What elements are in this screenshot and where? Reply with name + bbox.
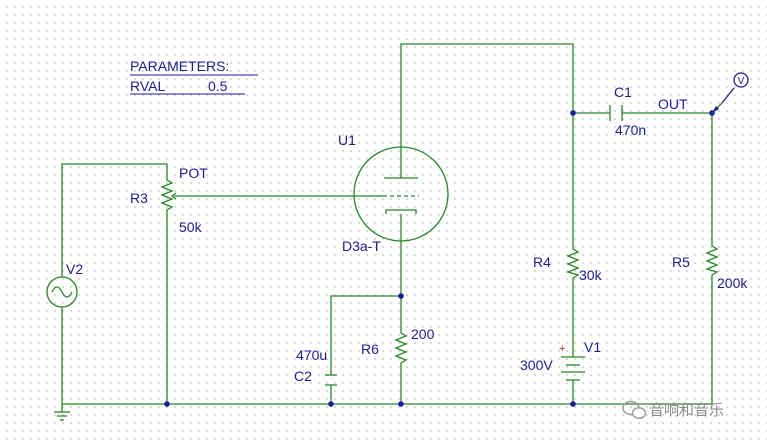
resistor-r6[interactable]: R6 200 [361, 326, 435, 366]
r6-value-label: 200 [411, 326, 435, 342]
v1-value-label: 300V [520, 357, 553, 373]
junction-dot [570, 401, 576, 407]
parameters-block: PARAMETERS: RVAL 0.5 [130, 58, 258, 95]
v2-ref-label: V2 [66, 261, 83, 277]
wiper-arrow-icon [170, 192, 177, 200]
parameters-header: PARAMETERS: [130, 58, 229, 74]
c1-ref-label: C1 [614, 84, 632, 100]
parameter-value-rval: 0.5 [208, 78, 228, 94]
wire-ground-rail[interactable] [62, 390, 713, 405]
capacitor-c1[interactable]: C1 470n [609, 84, 646, 138]
junction-dot [328, 401, 334, 407]
junction-dot [398, 401, 404, 407]
wire-plate-to-r4[interactable] [400, 43, 574, 246]
potentiometer-r3[interactable]: POT R3 50k [130, 165, 208, 235]
r6-ref-label: R6 [361, 341, 379, 357]
r4-value-label: 30k [579, 267, 603, 283]
watermark-text: 音响和音乐 [649, 401, 724, 419]
wires [61, 43, 713, 405]
junction-dot [570, 110, 576, 116]
wire-v2-to-pot-top[interactable] [61, 163, 168, 277]
ac-source-v2[interactable]: V2 [46, 261, 83, 308]
watermark: 音响和音乐 [622, 400, 724, 419]
junctions [164, 110, 715, 407]
ground-symbol[interactable] [54, 404, 70, 421]
voltage-probe-marker[interactable]: V [711, 72, 749, 114]
triode-u1[interactable]: U1 D3a-T [338, 132, 449, 254]
c2-ref-label: C2 [294, 368, 312, 384]
u1-model-label: D3a-T [342, 238, 381, 254]
sine-icon [51, 286, 73, 298]
dc-source-v1[interactable]: + V1 300V [520, 339, 601, 381]
v1-polarity-plus: + [559, 343, 565, 355]
cathode [385, 209, 417, 214]
resistor-r4[interactable]: R4 30k [533, 246, 603, 283]
junction-dot [164, 401, 170, 407]
r5-value-label: 200k [717, 275, 748, 291]
parameter-name-rval: RVAL [130, 78, 165, 94]
r4-ref-label: R4 [533, 254, 551, 270]
resistor-r5[interactable]: R5 200k [672, 243, 748, 291]
out-net-label: OUT [658, 96, 688, 112]
wire-cathode-to-c2[interactable] [330, 295, 401, 375]
v1-ref-label: V1 [584, 339, 601, 355]
r3-pot-tag: POT [179, 165, 208, 181]
junction-dot [398, 293, 404, 299]
r3-ref-label: R3 [130, 190, 148, 206]
c2-value-label: 470u [296, 347, 327, 363]
r3-value-label: 50k [179, 219, 203, 235]
capacitor-c2[interactable]: 470u C2 [294, 347, 337, 386]
u1-ref-label: U1 [338, 132, 356, 148]
c1-value-label: 470n [615, 122, 646, 138]
wechat-icon [622, 400, 647, 419]
probe-v-symbol: V [738, 76, 745, 87]
r5-ref-label: R5 [672, 254, 690, 270]
